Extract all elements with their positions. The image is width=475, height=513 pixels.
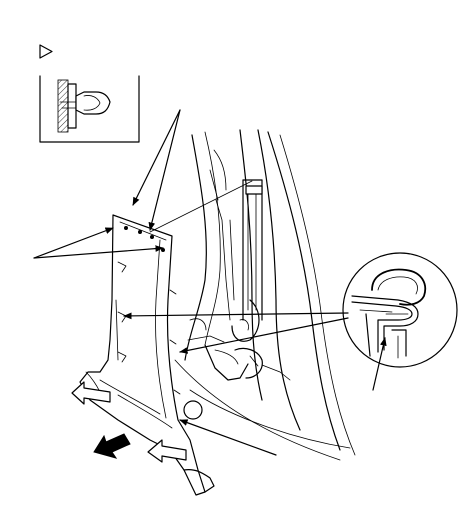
trim-panel-section bbox=[57, 79, 69, 133]
body-structure bbox=[174, 129, 356, 461]
body-flange bbox=[67, 83, 77, 129]
clip-mark bbox=[117, 261, 127, 273]
pillar-trim-panel bbox=[79, 214, 215, 496]
pull-arrow-right bbox=[147, 439, 187, 463]
callout-lines bbox=[33, 109, 387, 456]
body-hole bbox=[183, 400, 203, 420]
weatherstrip-detail-circle bbox=[342, 252, 458, 368]
removal-direction-arrow bbox=[93, 433, 131, 459]
clip-mark bbox=[117, 351, 127, 363]
clip-symbol-icon bbox=[39, 44, 53, 59]
clip bbox=[75, 91, 111, 115]
clip-detail-inset bbox=[39, 75, 140, 143]
pull-arrow-left bbox=[71, 381, 111, 405]
